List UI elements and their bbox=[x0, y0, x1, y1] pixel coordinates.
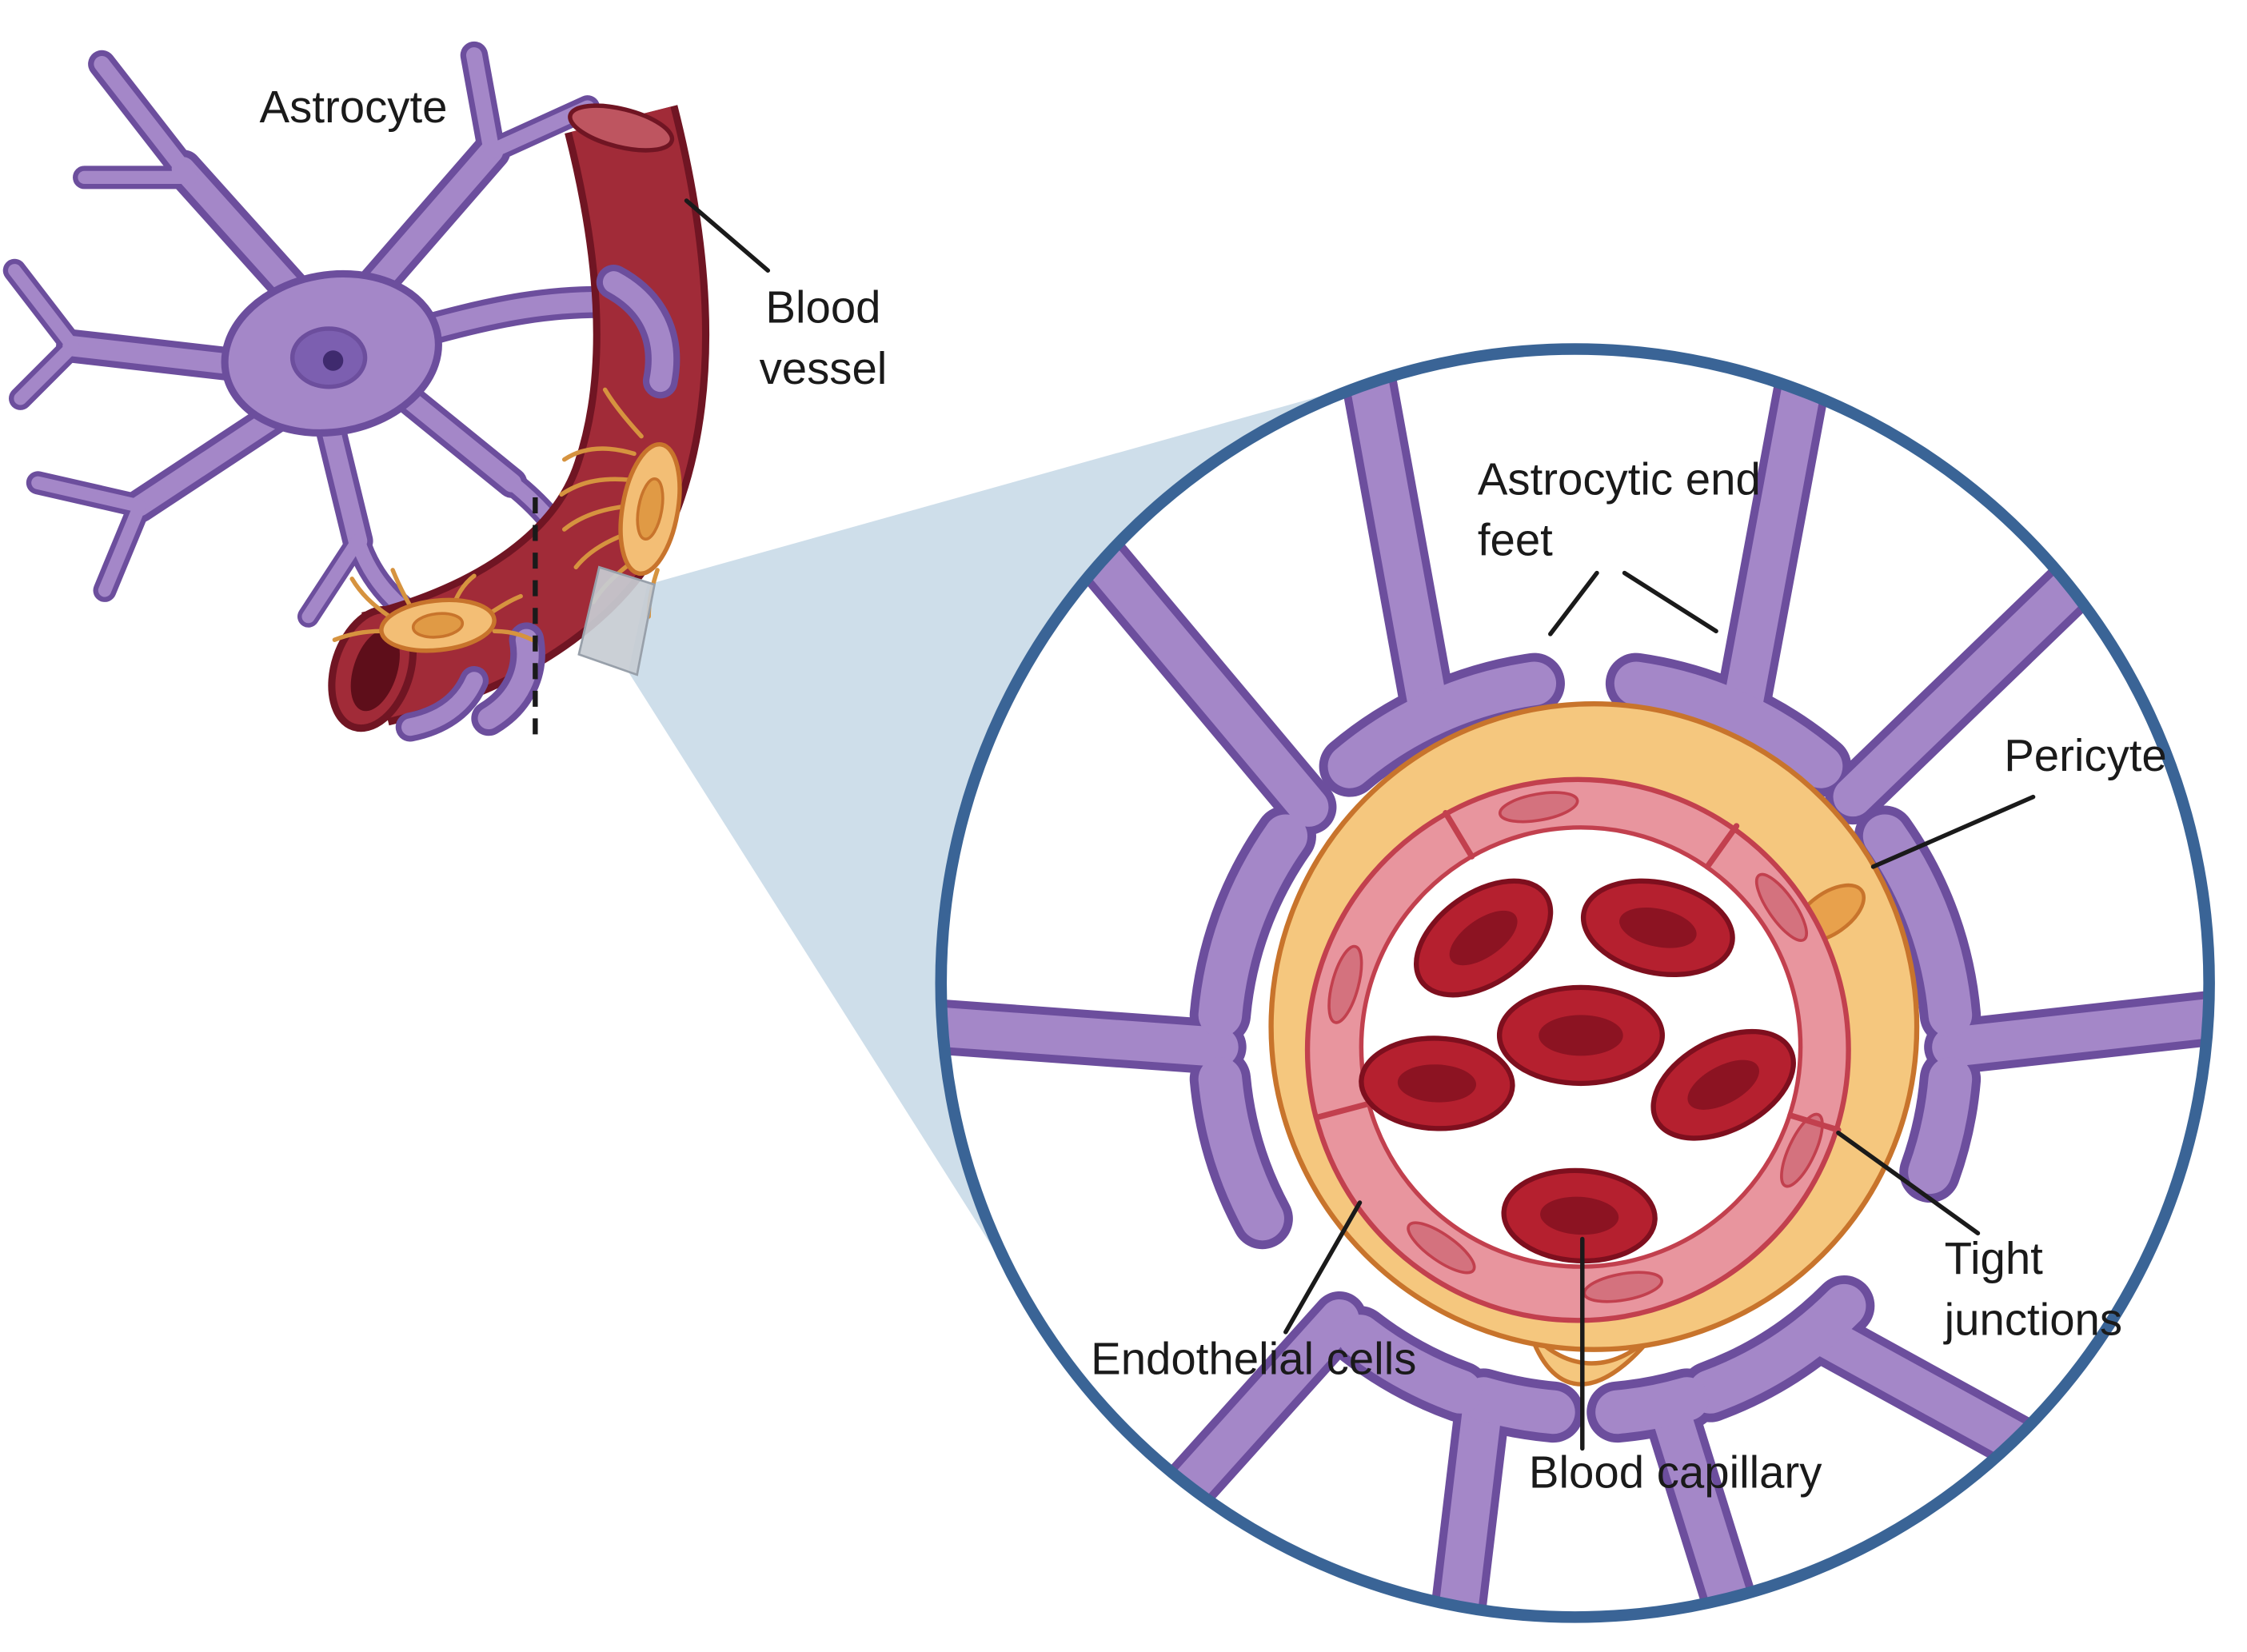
cut-slice bbox=[577, 565, 657, 676]
vessel-top-cut bbox=[568, 103, 675, 153]
end-foot-stem bbox=[1064, 518, 1329, 827]
blood-vessel-label-line2: vessel bbox=[760, 343, 888, 393]
red-blood-cell bbox=[1413, 878, 1554, 998]
rbc-dimple bbox=[1540, 1196, 1619, 1235]
astrocytic-end-feet-label: Astrocytic end feet bbox=[1478, 453, 1761, 636]
wrap bbox=[602, 271, 674, 393]
astrocyte-label: Astrocyte bbox=[260, 82, 448, 132]
blood-vessel-pointer-line bbox=[684, 198, 771, 273]
blood-vessel-label: Blood vessel bbox=[684, 198, 888, 393]
astrocyte-nucleolus bbox=[322, 350, 344, 371]
end-foot-pad bbox=[1461, 1377, 1575, 1435]
endothelial-cells-label: Endothelial cells bbox=[1091, 1200, 1416, 1384]
tendril bbox=[492, 628, 535, 642]
tight-junctions bbox=[1315, 809, 1842, 1133]
astrocyte-branch bbox=[301, 534, 365, 624]
rbc-dimple bbox=[1687, 1059, 1759, 1110]
end-foot-pad bbox=[1327, 661, 1557, 788]
endothelial-nucleus bbox=[1754, 872, 1808, 942]
tendril bbox=[602, 387, 644, 439]
end-foot-pad bbox=[1614, 661, 1843, 788]
end-foot-stem bbox=[1347, 353, 1450, 736]
inset-border bbox=[935, 343, 2215, 1623]
endothelial-cells-pointer-line bbox=[1283, 1200, 1363, 1335]
end-foot-stem bbox=[1721, 358, 1823, 736]
pericyte-nucleus bbox=[411, 612, 465, 639]
pericyte-pointer-line bbox=[1870, 794, 2036, 869]
tight-junctions-label: Tight junctions bbox=[1836, 1131, 2122, 1345]
endothelial-nucleus bbox=[1327, 944, 1363, 1024]
tendril bbox=[559, 477, 633, 497]
astrocyte-branch bbox=[62, 336, 261, 377]
astrocyte-branch bbox=[94, 56, 192, 177]
tendril bbox=[349, 577, 393, 619]
pericyte-nucleus bbox=[636, 477, 665, 541]
astrocyte-cell bbox=[2, 41, 636, 641]
astrocyte-branch bbox=[465, 47, 500, 160]
end-foot-pad bbox=[1338, 1315, 1483, 1414]
astrocyte-branch bbox=[401, 392, 522, 493]
tight-junctions-label-line1: Tight bbox=[1945, 1233, 2044, 1283]
astrocyte-branch bbox=[98, 499, 146, 597]
rbc-dimple bbox=[1619, 908, 1697, 948]
wrap bbox=[477, 628, 539, 730]
rbc-dimple bbox=[1449, 910, 1518, 966]
vessel-astrocyte-wraps bbox=[395, 264, 680, 742]
endothelial-nucleus bbox=[1498, 791, 1579, 824]
end-foot-pad bbox=[1595, 1377, 1710, 1435]
end-foot-stem bbox=[945, 1005, 1239, 1067]
endothelial-nucleus bbox=[1780, 1112, 1824, 1188]
endothelial-nuclei bbox=[1327, 791, 1824, 1303]
end-foot-stem bbox=[1932, 995, 2205, 1067]
tendril bbox=[561, 446, 637, 462]
pericyte-label-text: Pericyte bbox=[2004, 730, 2167, 780]
red-blood-cells bbox=[1359, 878, 1796, 1264]
pericyte-label: Pericyte bbox=[1870, 730, 2167, 869]
tight-junction bbox=[1315, 1100, 1372, 1120]
astrocyte-branch bbox=[321, 424, 368, 551]
tendril bbox=[332, 628, 384, 642]
wrap bbox=[401, 672, 483, 736]
blood-vessel-label-line1: Blood bbox=[765, 282, 880, 333]
astrocyte-branch bbox=[363, 139, 504, 297]
end-feet-label-line2: feet bbox=[1478, 515, 1553, 565]
red-blood-cell bbox=[1496, 984, 1665, 1087]
end-feet-pointer-right bbox=[1622, 570, 1718, 634]
tight-junction bbox=[1443, 809, 1475, 860]
blood-capillary-label-text: Blood capillary bbox=[1529, 1446, 1822, 1497]
end-feet-pointer-left bbox=[1548, 570, 1599, 636]
tight-junctions-label-line2: junctions bbox=[1943, 1295, 2122, 1345]
vessel-lumen bbox=[350, 629, 400, 712]
end-foot-pad bbox=[1688, 1283, 1866, 1414]
red-blood-cell bbox=[1580, 878, 1735, 978]
astrocyte-branch bbox=[14, 339, 80, 405]
red-blood-cell bbox=[1501, 1167, 1658, 1264]
end-foot-stem bbox=[1648, 1385, 1758, 1613]
red-blood-cell bbox=[1650, 1028, 1796, 1141]
rbc-dimple bbox=[1539, 1015, 1623, 1056]
tight-junction bbox=[1787, 1112, 1842, 1133]
end-foot-pad bbox=[1908, 1057, 1973, 1195]
end-feet-label-line1: Astrocytic end bbox=[1478, 453, 1761, 504]
vessel-pericyte-lower bbox=[332, 568, 535, 653]
endothelial-cells-label-text: Endothelial cells bbox=[1091, 1334, 1416, 1384]
end-foot-pad bbox=[1198, 814, 1308, 1037]
astrocyte-branch bbox=[31, 476, 146, 513]
end-foot-stem bbox=[1833, 533, 2126, 817]
tight-junctions-pointer-line bbox=[1836, 1131, 1981, 1235]
blood-capillary-label: Blood capillary bbox=[1529, 1236, 1822, 1497]
tendril bbox=[561, 504, 631, 532]
endothelial-nucleus bbox=[1407, 1221, 1476, 1275]
end-foot-pad bbox=[1198, 1057, 1284, 1241]
astrocyte-branches bbox=[8, 47, 630, 636]
tight-junction bbox=[1704, 823, 1740, 870]
red-blood-cell bbox=[1359, 1035, 1515, 1131]
astrocyte-branch bbox=[129, 405, 287, 517]
rbc-dimple bbox=[1397, 1064, 1477, 1103]
astrocyte-branch bbox=[8, 264, 80, 353]
